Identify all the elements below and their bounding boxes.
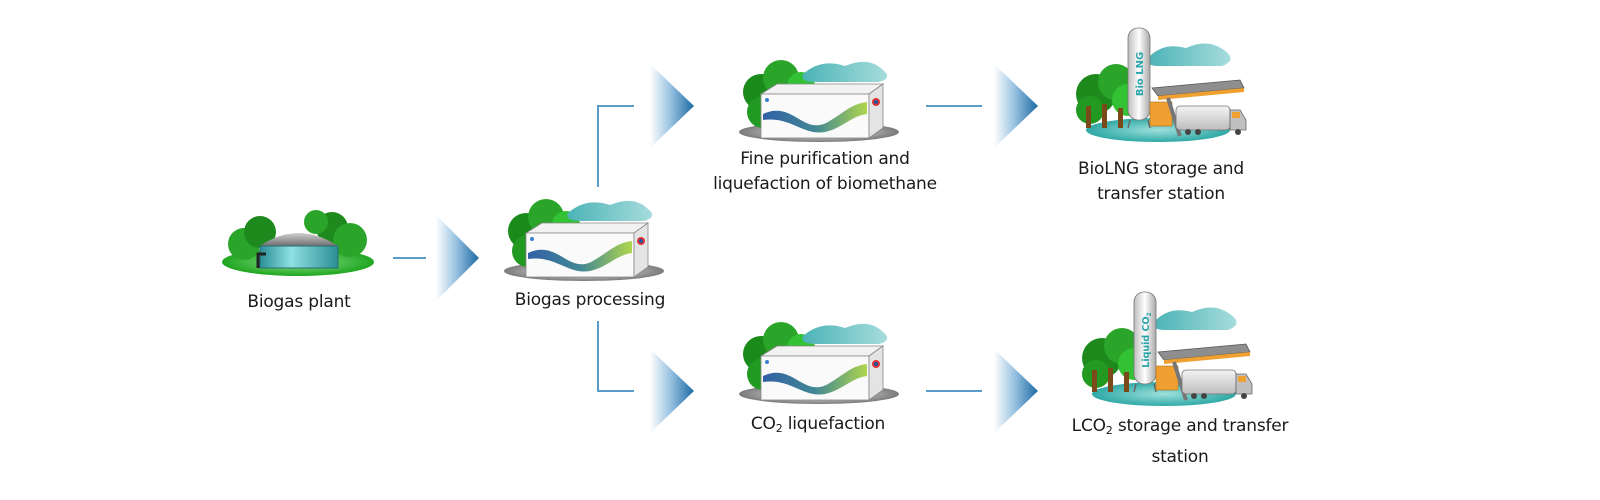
connector-processing-to-purification (597, 105, 634, 187)
label-part: CO (750, 414, 776, 434)
label-co2-liquefaction: CO2 liquefaction (718, 412, 918, 441)
label-subscript: 2 (1105, 424, 1113, 437)
label-line: Biogas processing (514, 290, 666, 310)
label-part: storage and transfer (1112, 416, 1289, 436)
tank-text-main: Liquid CO (1141, 316, 1152, 367)
label-part: LCO (1071, 416, 1106, 436)
tank-text: Bio LNG (1135, 52, 1146, 96)
label-part: liquefaction (782, 414, 886, 434)
arrow-to-co2-icon (650, 349, 694, 433)
arrow-to-biolng-icon (994, 64, 1038, 148)
arrow-to-lco2-icon (994, 349, 1038, 433)
biogas-dome-icon (222, 210, 374, 276)
label-line: BioLNG storage and (1078, 159, 1244, 179)
label-line: station (1151, 447, 1209, 467)
label-biogas-plant: Biogas plant (218, 290, 380, 315)
label-line: liquefaction of biomethane (713, 174, 937, 194)
storage-station-icon: Liquid CO2 (1082, 291, 1253, 406)
label-line: Biogas plant (247, 292, 351, 312)
tank-text-sub: 2 (1146, 312, 1153, 316)
label-biogas-processing: Biogas processing (500, 288, 680, 313)
label-lco2-station: LCO2 storage and transfer station (1050, 414, 1310, 470)
label-subscript: 2 (775, 422, 783, 435)
tank-text: Liquid CO2 (1141, 312, 1153, 367)
label-line: Fine purification and (740, 149, 910, 169)
storage-station-icon: Bio LNG (1076, 27, 1247, 142)
arrow-plant-to-processing-icon (436, 215, 479, 301)
processing-container-icon (739, 60, 899, 142)
label-line: transfer station (1097, 184, 1225, 204)
label-fine-purification: Fine purification and liquefaction of bi… (700, 147, 950, 197)
connector-processing-to-co2 (597, 321, 634, 392)
label-biolng-station: BioLNG storage and transfer station (1050, 157, 1272, 207)
processing-container-icon (739, 322, 899, 404)
processing-container-icon (504, 199, 664, 281)
arrow-to-purification-icon (650, 64, 694, 148)
label-line: LCO2 storage and transfer (1050, 414, 1310, 443)
